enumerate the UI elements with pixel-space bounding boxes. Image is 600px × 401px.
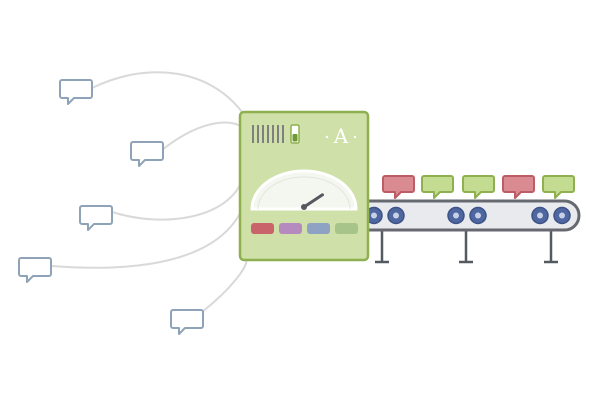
brand-mark: A <box>333 124 349 148</box>
wire-3 <box>111 179 243 221</box>
toggle-switch-icon <box>290 124 300 144</box>
wire-4 <box>51 204 245 269</box>
speech-bubble-icon <box>79 205 113 231</box>
input-wires <box>51 71 248 313</box>
input-bubbles <box>18 79 204 335</box>
output-bubbles <box>382 175 575 199</box>
rejected-bubble-icon <box>502 175 535 199</box>
processing-machine: A <box>238 110 370 262</box>
speech-bubble-icon <box>130 141 164 167</box>
wire-2 <box>161 121 245 151</box>
approved-bubble-icon <box>462 175 495 199</box>
purple-button[interactable] <box>279 223 302 234</box>
wire-1 <box>91 71 243 113</box>
red-button[interactable] <box>251 223 274 234</box>
rejected-bubble-icon <box>382 175 415 199</box>
gauge-icon <box>250 169 358 211</box>
wire-5 <box>201 257 248 313</box>
control-buttons <box>251 223 358 234</box>
blue-button[interactable] <box>307 223 330 234</box>
green-button[interactable] <box>335 223 358 234</box>
barcode-icon <box>252 125 284 143</box>
roller-hubs <box>371 212 565 219</box>
brand-dot-right <box>353 135 357 139</box>
approved-bubble-icon <box>421 175 454 199</box>
speech-bubble-icon <box>170 309 204 335</box>
conveyor-stands <box>375 230 558 264</box>
approved-bubble-icon <box>542 175 575 199</box>
speech-bubble-icon <box>59 79 93 105</box>
brand-dot-left <box>325 135 329 139</box>
gauge-needle <box>302 193 324 209</box>
speech-bubble-icon <box>18 257 52 283</box>
conveyor-belt <box>350 199 581 264</box>
